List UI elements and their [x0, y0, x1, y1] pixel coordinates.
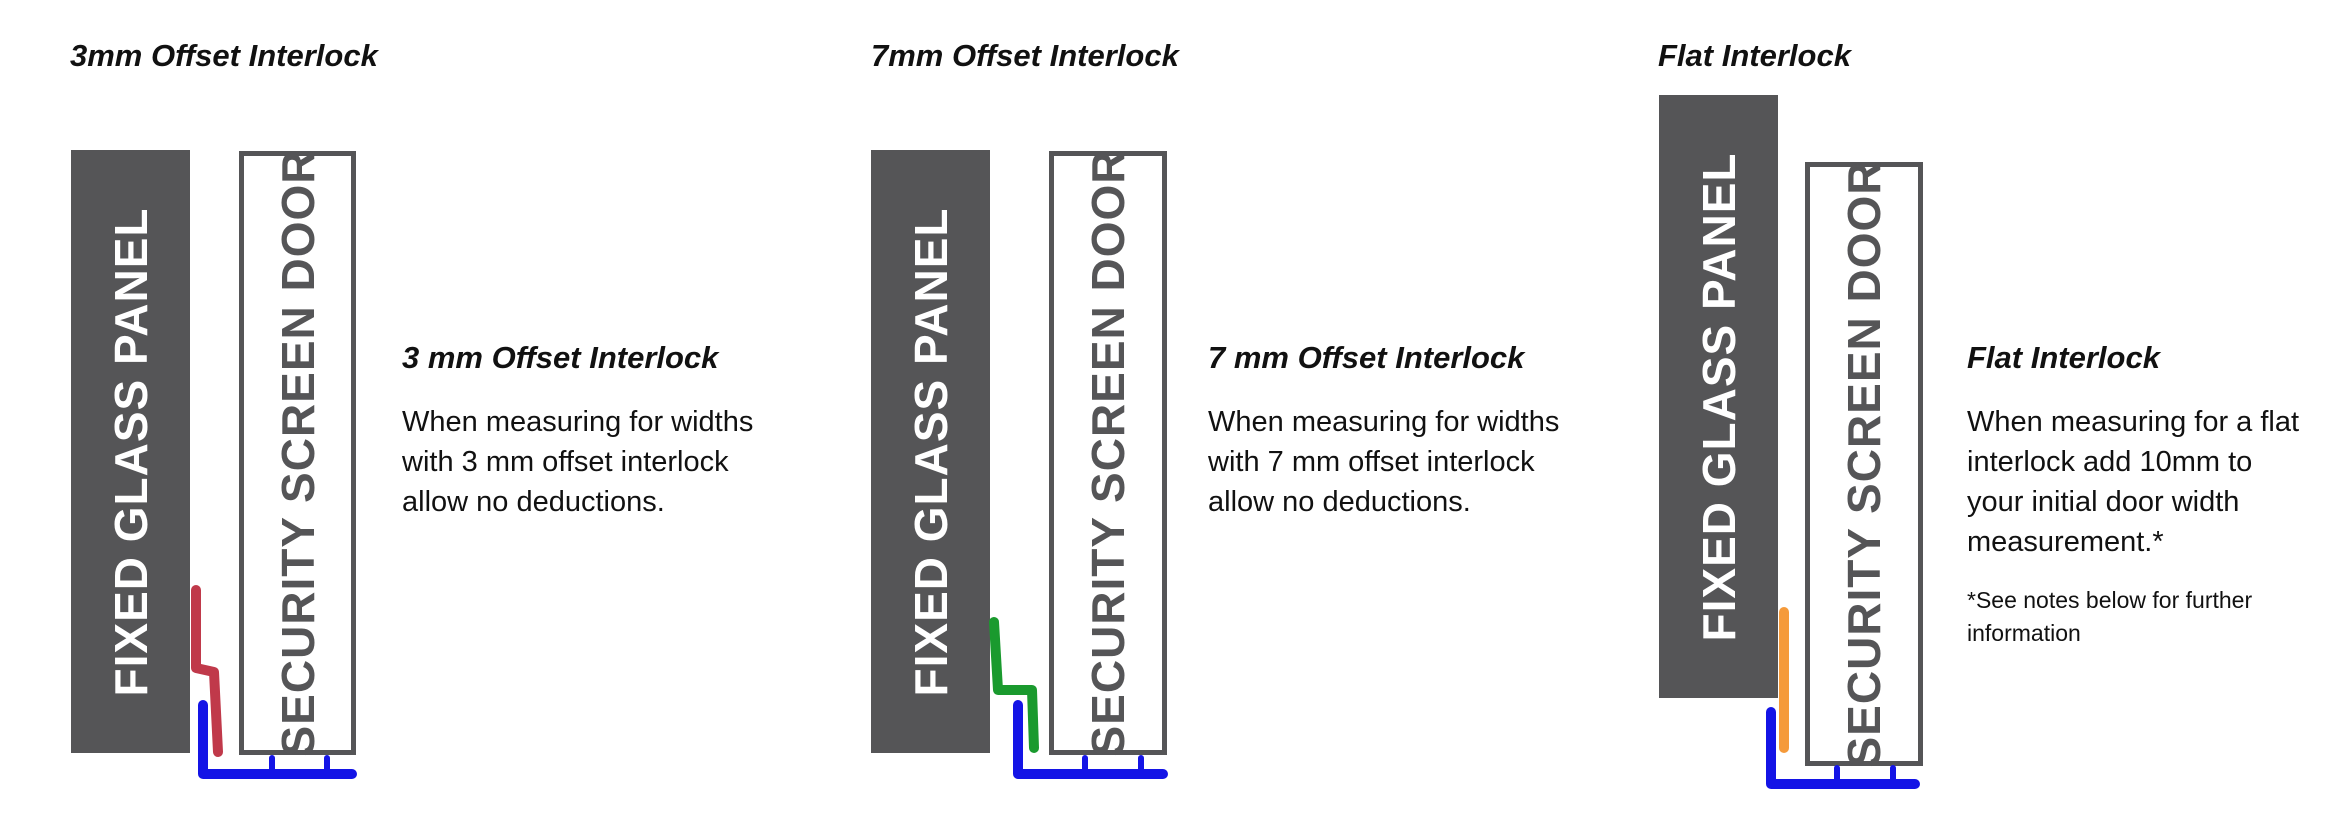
- security-screen-door-3mm: SECURITY SCREEN DOOR: [239, 149, 356, 757]
- description-heading: 3 mm Offset Interlock: [402, 340, 719, 375]
- description-flat: Flat Interlock When measuring for a flat…: [1967, 340, 2299, 650]
- description-body: When measuring for widths with 7 mm offs…: [1208, 402, 1559, 522]
- security-screen-door-flat: SECURITY SCREEN DOOR: [1805, 160, 1923, 768]
- bottom-channel-flat: [1766, 707, 1920, 789]
- channel-outline: [1013, 700, 1168, 779]
- description-heading: Flat Interlock: [1967, 340, 2160, 375]
- description-line: your initial door width: [1967, 486, 2240, 518]
- description-line: with 3 mm offset interlock: [402, 446, 729, 478]
- note-line: information: [1967, 620, 2081, 646]
- description-line: interlock add 10mm to: [1967, 446, 2253, 478]
- section-title-3mm: 3mm Offset Interlock: [70, 38, 378, 73]
- description-body: When measuring for widths with 3 mm offs…: [402, 402, 753, 522]
- description-line: allow no deductions.: [402, 486, 665, 518]
- description-line: When measuring for widths: [402, 406, 754, 438]
- description-3mm: 3 mm Offset Interlock When measuring for…: [402, 340, 753, 522]
- note-line: *See notes below for further: [1967, 587, 2253, 613]
- interlock-profile-7mm: [989, 617, 1039, 753]
- fixed-glass-panel-3mm: FIXED GLASS PANEL: [71, 150, 190, 753]
- description-line: When measuring for a flat: [1967, 406, 2300, 438]
- description-line: measurement.*: [1967, 526, 2164, 558]
- section-title-7mm: 7mm Offset Interlock: [871, 38, 1179, 73]
- channel-outline: [198, 700, 357, 779]
- channel-outline: [1766, 707, 1920, 789]
- description-body: When measuring for a flat interlock add …: [1967, 402, 2299, 562]
- description-line: When measuring for widths: [1208, 406, 1560, 438]
- description-note: *See notes below for further information: [1967, 584, 2299, 650]
- bottom-channel-7mm: [1013, 700, 1168, 779]
- description-line: with 7 mm offset interlock: [1208, 446, 1535, 478]
- fixed-glass-panel-7mm: FIXED GLASS PANEL: [871, 150, 990, 753]
- interlock-profile-3mm: [191, 585, 223, 757]
- bottom-channel-3mm: [198, 700, 357, 779]
- fixed-glass-panel-flat: FIXED GLASS PANEL: [1659, 95, 1778, 698]
- description-line: allow no deductions.: [1208, 486, 1471, 518]
- section-title-flat: Flat Interlock: [1658, 38, 1851, 73]
- description-heading: 7 mm Offset Interlock: [1208, 340, 1525, 375]
- description-7mm: 7 mm Offset Interlock When measuring for…: [1208, 340, 1559, 522]
- security-screen-door-7mm: SECURITY SCREEN DOOR: [1049, 149, 1167, 757]
